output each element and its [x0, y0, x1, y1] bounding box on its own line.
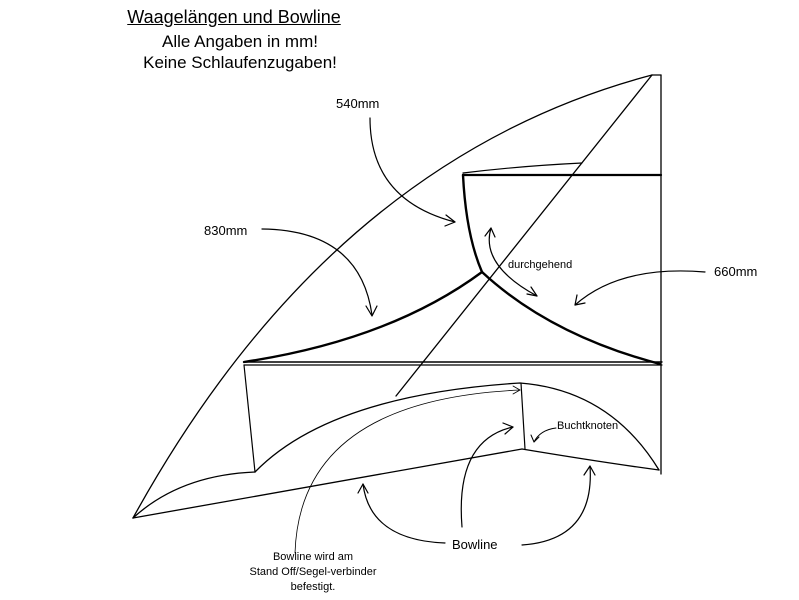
- lower-sail-curve-bottom: [132, 471, 256, 519]
- arrow-bowline-right: [521, 465, 591, 546]
- arrow-note: [294, 389, 521, 554]
- spine-diagonal: [395, 74, 653, 397]
- bowline-note-line3: befestigt.: [290, 581, 336, 593]
- arrow-660: [574, 270, 706, 306]
- lower-edge: [132, 448, 523, 519]
- upper-spreader-sail: [462, 162, 583, 174]
- arrow-durchgehend: [488, 227, 538, 297]
- label-bowline: Bowline: [452, 537, 498, 552]
- bridle-540: [461, 173, 484, 274]
- lower-sail-curve-left: [254, 382, 660, 473]
- bridle-660: [480, 270, 662, 366]
- arrow-830: [261, 228, 373, 316]
- subtitle-no-loops: Keine Schlaufenzugaben!: [143, 53, 337, 72]
- lower-right-edge: [521, 448, 660, 471]
- diagram-title: Waagelängen und Bowline: [127, 7, 341, 27]
- label-830mm: 830mm: [204, 223, 248, 238]
- bowline-note-line1: Bowline wird am: [272, 551, 354, 563]
- leading-edge: [132, 74, 653, 519]
- arrow-buchtknoten: [533, 427, 557, 443]
- arrow-540: [369, 117, 456, 223]
- left-standoff: [243, 364, 256, 473]
- subtitle-units: Alle Angaben in mm!: [162, 32, 318, 51]
- label-durchgehend: durchgehend: [508, 259, 573, 271]
- label-540mm: 540mm: [336, 96, 380, 111]
- label-buchtknoten: Buchtknoten: [557, 420, 619, 432]
- bowline-note: Bowline wird am Stand Off/Segel-verbinde…: [228, 550, 398, 595]
- arrow-bowline-left: [362, 483, 446, 544]
- center-standoff: [520, 382, 526, 450]
- arrow-bowline-center: [460, 426, 514, 528]
- bridle-830: [242, 270, 484, 364]
- label-660mm: 660mm: [714, 264, 758, 279]
- bowline-note-line2: Stand Off/Segel-verbinder: [249, 566, 377, 578]
